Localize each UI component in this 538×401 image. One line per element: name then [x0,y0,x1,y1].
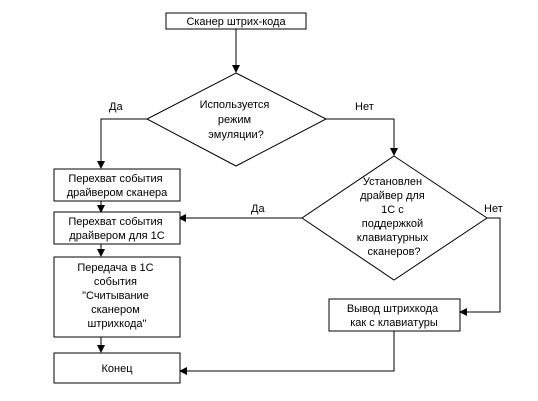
intercept-1c-node: Перехват события драйвером для 1С [53,211,181,245]
decision-driver-line: 1С с [381,204,404,216]
decision-driver: Установлен драйвер для 1С с поддержкой к… [301,155,488,281]
transfer-1c-line: штрихкода" [88,318,147,330]
end-node-label: Конец [101,363,133,375]
decision-emulation-line: Используется [200,99,270,111]
intercept-scanner-line: Перехват события [68,173,162,185]
intercept-1c-line: Перехват события [68,216,162,228]
decision-driver-line: драйвер для [360,190,425,202]
decision-driver-label: Установлен драйвер для 1С с поддержкой к… [357,176,432,258]
edge-label-driver-yes: Да [251,203,265,215]
keyboard-output-line: Вывод штрихкода [347,303,439,315]
keyboard-output-line: как с клавиатуры [350,317,438,329]
edge-label-emulation-no: Нет [355,101,374,113]
decision-emulation-line: эмуляции? [208,129,264,141]
keyboard-output-label: Вывод штрихкода как с клавиатуры [347,303,441,329]
transfer-1c-line: Передача в 1С [77,262,153,274]
decision-driver-line: клавиатурных [357,232,429,244]
decision-emulation-label: Используется режим эмуляции? [200,99,273,141]
decision-driver-line: поддержкой [362,218,423,230]
decision-driver-line: Установлен [363,176,422,188]
intercept-1c-line: драйвером для 1С [69,230,164,242]
edge-label-driver-no: Нет [484,203,503,215]
transfer-1c-label: Передача в 1С события "Считывание сканер… [77,262,156,330]
edges [97,29,501,375]
intercept-scanner-node: Перехват события драйвером сканера [53,168,181,202]
edge-driver-no [459,217,501,316]
decision-driver-line: сканеров? [367,246,420,258]
start-node-label: Сканер штрих-кода [186,16,286,28]
transfer-1c-line: сканером [91,304,140,316]
edge-label-emulation-yes: Да [109,101,123,113]
intercept-scanner-label: Перехват события драйвером сканера [67,173,168,199]
transfer-1c-node: Передача в 1С события "Считывание сканер… [53,256,181,338]
edge-emulation-yes [97,118,147,169]
start-node: Сканер штрих-кода [165,12,307,30]
transfer-1c-line: события [94,276,137,288]
edge-emulation-no [326,118,398,156]
intercept-scanner-line: драйвером сканера [67,187,168,199]
edge-keyboard-to-end [179,331,395,375]
intercept-1c-label: Перехват события драйвером для 1С [68,216,165,242]
decision-emulation-line: режим [218,114,251,126]
transfer-1c-line: "Считывание [82,290,149,302]
end-node: Конец [53,352,181,384]
keyboard-output-node: Вывод штрихкода как с клавиатуры [328,298,461,332]
decision-emulation: Используется режим эмуляции? [145,72,328,167]
